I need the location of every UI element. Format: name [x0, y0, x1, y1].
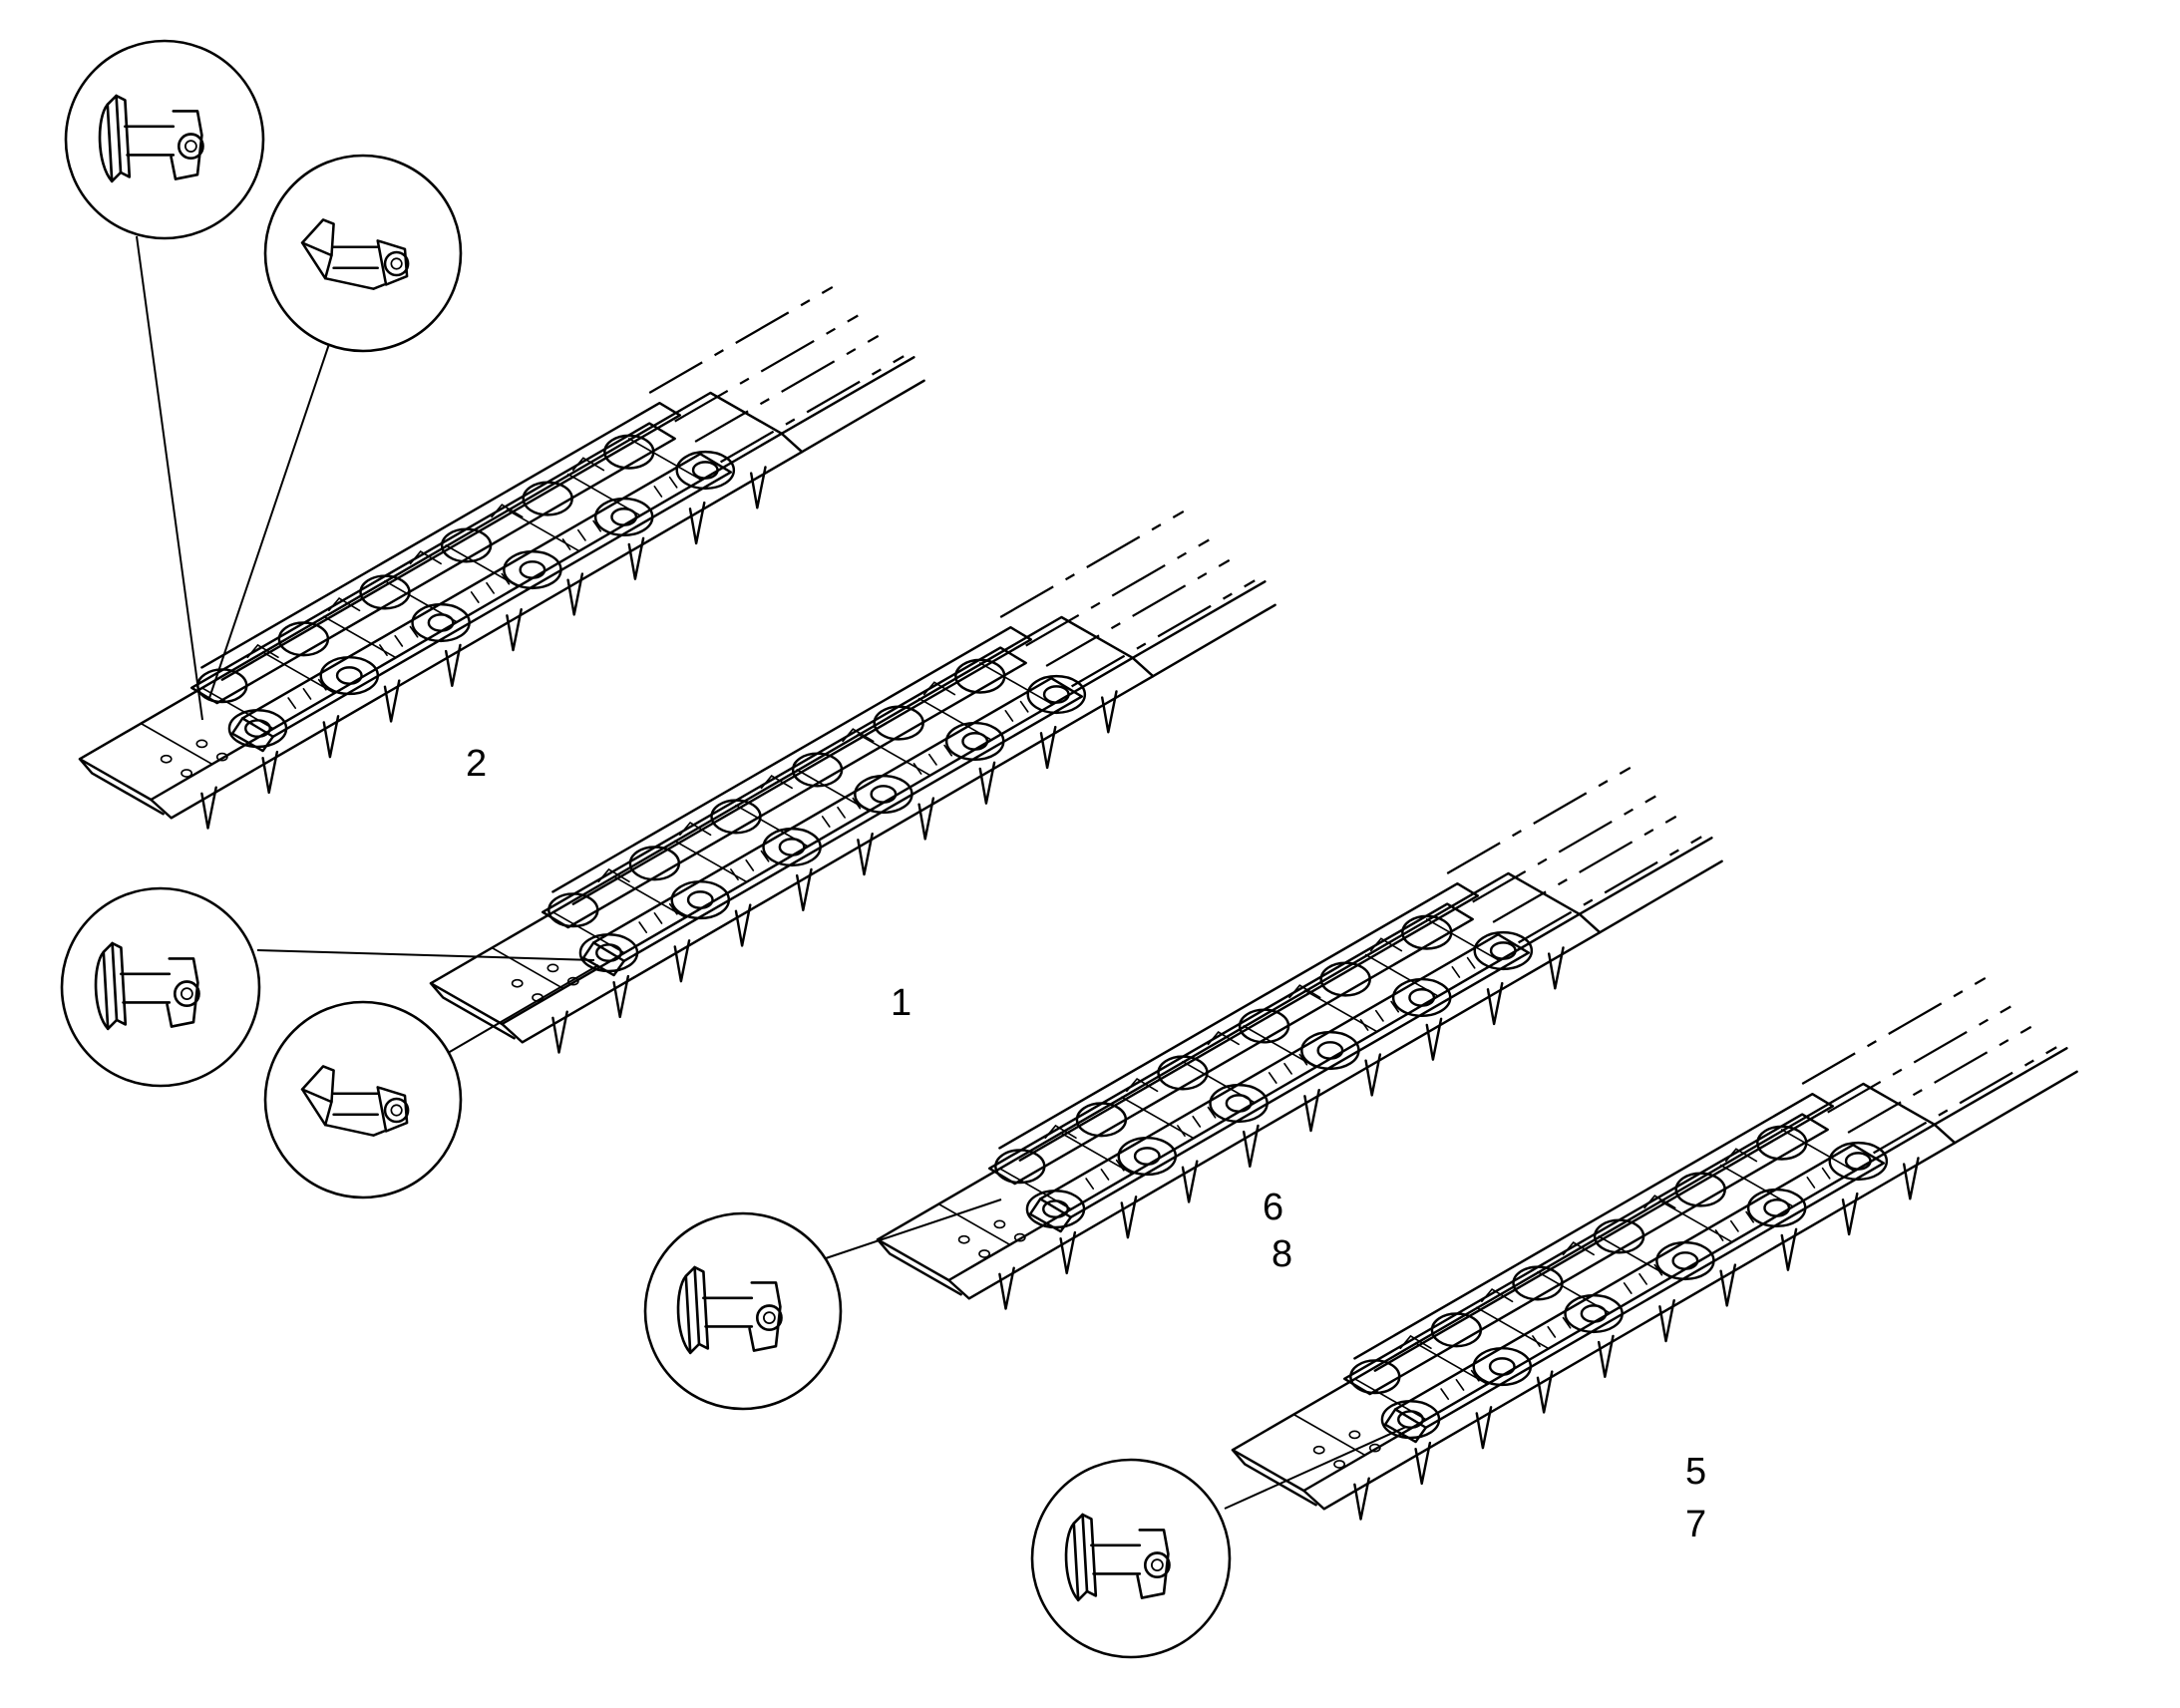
detail-view-pin-collar-5-7 — [1030, 1426, 1407, 1659]
detail-view-pin-clip-1 — [263, 964, 599, 1199]
detail-view-pin-collar-6-8 — [643, 1198, 1002, 1411]
detail-view-pin-collar-2 — [64, 39, 265, 721]
detail-view-pin-clip-2 — [208, 154, 463, 699]
conveyor-section-6-8 — [876, 766, 1723, 1310]
callout-label-5: 5 — [1685, 1451, 1706, 1493]
conveyor-section-2 — [78, 285, 925, 830]
callout-label-6: 6 — [1263, 1187, 1283, 1228]
callout-label-2: 2 — [466, 743, 487, 785]
detail-view-pin-collar-1 — [60, 886, 595, 1088]
callout-label-7: 7 — [1685, 1504, 1706, 1545]
callout-label-1: 1 — [891, 982, 911, 1024]
conveyor-section-5-7 — [1231, 976, 2078, 1521]
callout-label-8: 8 — [1272, 1233, 1292, 1275]
